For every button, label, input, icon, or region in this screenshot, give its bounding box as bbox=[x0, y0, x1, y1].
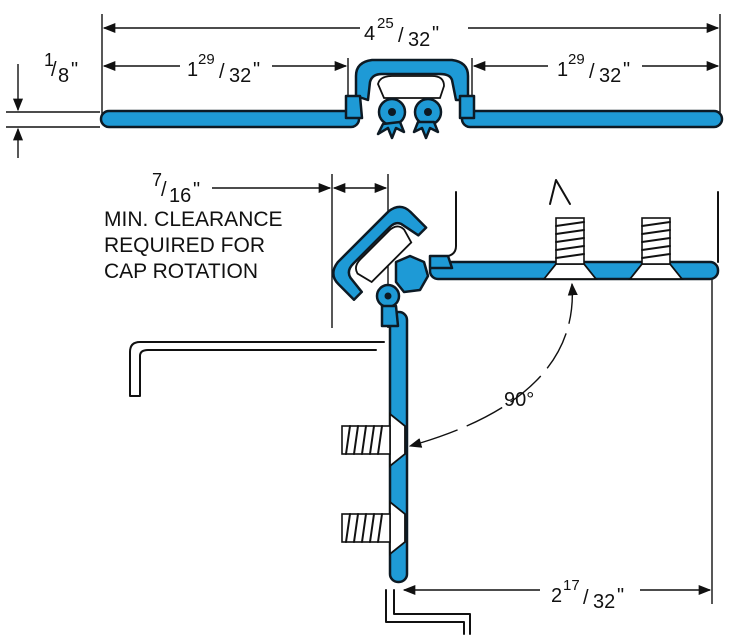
lower-frame-inner bbox=[393, 589, 471, 635]
right-leaf bbox=[460, 109, 724, 129]
svg-text:/: / bbox=[51, 59, 57, 81]
cap-stub-right bbox=[428, 254, 454, 270]
lower-frame-outer bbox=[385, 589, 465, 635]
svg-text:/: / bbox=[161, 179, 167, 201]
dim-label-thickness: 1 / 8 " bbox=[44, 50, 78, 87]
dim-label-left: 1 29 / 32 " bbox=[187, 51, 260, 87]
svg-text:25: 25 bbox=[377, 15, 394, 32]
screw-top-1 bbox=[555, 217, 585, 265]
dim-label-right: 1 29 / 32 " bbox=[557, 51, 630, 87]
svg-text:32: 32 bbox=[229, 65, 251, 87]
svg-text:32: 32 bbox=[599, 65, 621, 87]
svg-text:29: 29 bbox=[568, 51, 585, 68]
svg-text:29: 29 bbox=[198, 51, 215, 68]
clearance-note: MIN. CLEARANCE REQUIRED FOR CAP ROTATION bbox=[104, 208, 283, 283]
svg-text:32: 32 bbox=[593, 591, 615, 613]
screw-side-2 bbox=[341, 513, 391, 543]
top-view bbox=[6, 14, 724, 158]
dim-label-overall: 4 25 / 32 " bbox=[364, 15, 439, 51]
svg-text:MIN. CLEARANCE: MIN. CLEARANCE bbox=[104, 208, 283, 231]
left-channel bbox=[129, 341, 385, 397]
svg-text:REQUIRED FOR: REQUIRED FOR bbox=[104, 234, 265, 257]
cap-lip-right bbox=[458, 94, 476, 120]
svg-text:/: / bbox=[583, 587, 589, 609]
svg-text:": " bbox=[623, 59, 630, 81]
frame-edge-top-left bbox=[447, 191, 457, 257]
cap-top bbox=[354, 58, 470, 102]
dim-label-clearance: 7 / 16 " bbox=[152, 170, 200, 207]
corner-view bbox=[129, 174, 720, 635]
svg-text:": " bbox=[71, 59, 78, 81]
svg-text:32: 32 bbox=[408, 29, 430, 51]
angle-arc bbox=[408, 282, 578, 448]
svg-text:1: 1 bbox=[187, 59, 198, 81]
svg-text:8: 8 bbox=[58, 65, 69, 87]
svg-text:/: / bbox=[219, 61, 225, 83]
svg-text:4: 4 bbox=[364, 23, 375, 45]
left-leaf bbox=[99, 109, 361, 129]
svg-text:": " bbox=[432, 23, 439, 45]
gear-knuckle-left bbox=[376, 97, 407, 140]
dim-label-bottom: 2 17 / 32 " bbox=[551, 577, 624, 613]
svg-text:2: 2 bbox=[551, 585, 562, 607]
cap-lip-left bbox=[344, 94, 364, 120]
angle-label: 90° bbox=[504, 389, 534, 411]
gear-cluster bbox=[394, 254, 430, 294]
screw-top-2 bbox=[641, 217, 671, 265]
corner-gear-1 bbox=[375, 283, 401, 309]
svg-text:1: 1 bbox=[44, 50, 54, 70]
svg-text:CAP ROTATION: CAP ROTATION bbox=[104, 260, 258, 283]
cap-stem bbox=[380, 304, 400, 328]
svg-text:1: 1 bbox=[557, 59, 568, 81]
svg-text:": " bbox=[617, 585, 624, 607]
svg-text:/: / bbox=[589, 61, 595, 83]
screw-side-1 bbox=[341, 425, 391, 455]
gear-knuckle-right bbox=[412, 97, 443, 140]
svg-text:16: 16 bbox=[169, 185, 191, 207]
rotation-mark bbox=[549, 179, 571, 205]
rotated-cap bbox=[332, 205, 428, 301]
svg-text:": " bbox=[193, 179, 200, 201]
svg-text:": " bbox=[253, 59, 260, 81]
svg-text:17: 17 bbox=[563, 577, 580, 594]
svg-text:/: / bbox=[398, 25, 404, 47]
svg-text:7: 7 bbox=[152, 170, 162, 190]
cap-cavity bbox=[377, 75, 445, 99]
